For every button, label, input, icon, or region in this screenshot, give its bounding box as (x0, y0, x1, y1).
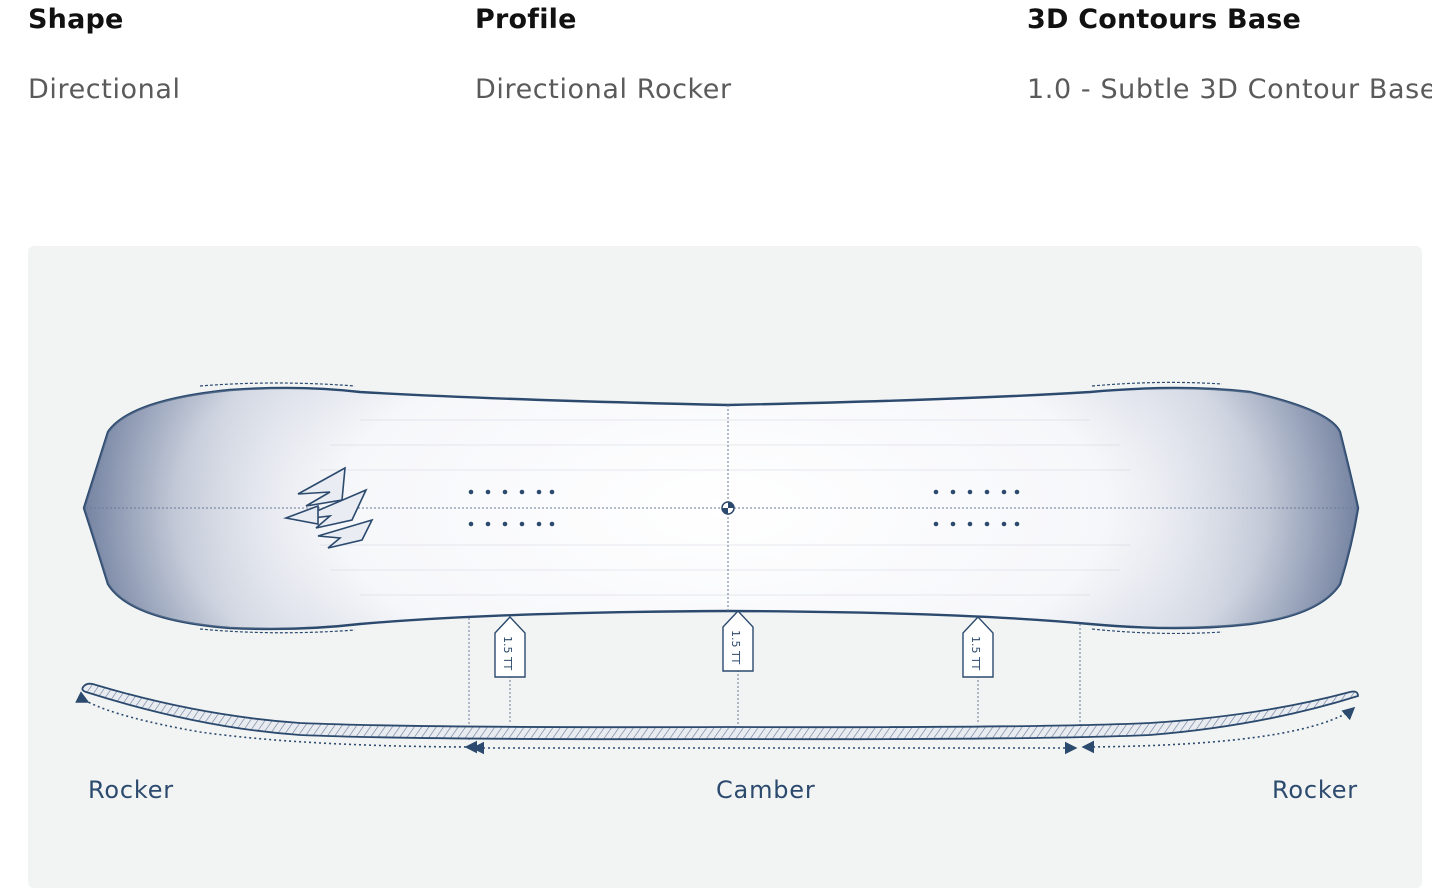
zone-label-camber: Camber (716, 776, 816, 804)
board-side-profile (81, 682, 1359, 741)
insert-tag-front-text: 1.5 TT (501, 636, 514, 671)
tail-rocker-arrow (1081, 706, 1356, 754)
spec-contours-value: 1.0 - Subtle 3D Contour Base (1027, 74, 1432, 105)
insert-tag-center-text: 1.5 TT (729, 630, 742, 665)
insert-tag-rear: 1.5 TT (962, 615, 994, 678)
spec-profile-label: Profile (475, 4, 577, 35)
insert-tag-front: 1.5 TT (494, 615, 526, 678)
nose-sidecut-bottom (199, 628, 356, 634)
zone-label-nose-rocker: Rocker (88, 776, 174, 804)
brand-logo-icon (283, 466, 374, 549)
insert-tag-center: 1.5 TT (722, 609, 754, 672)
front-inserts (468, 489, 555, 527)
insert-tag-rear-text: 1.5 TT (969, 636, 982, 671)
center-point-icon (721, 501, 735, 515)
tail-sidecut-top (1091, 381, 1223, 387)
spec-shape-label: Shape (28, 4, 124, 35)
nose-sidecut-top (199, 382, 356, 387)
wood-grain (320, 419, 1130, 596)
board-shading (84, 387, 1358, 629)
tail-sidecut-bottom (1091, 628, 1223, 635)
rear-inserts (933, 489, 1020, 527)
spec-shape-value: Directional (28, 74, 181, 105)
spec-profile-value: Directional Rocker (475, 74, 732, 105)
zone-label-tail-rocker: Rocker (1272, 776, 1358, 804)
nose-rocker-arrow (75, 691, 478, 754)
spec-contours-label: 3D Contours Base (1027, 4, 1302, 35)
